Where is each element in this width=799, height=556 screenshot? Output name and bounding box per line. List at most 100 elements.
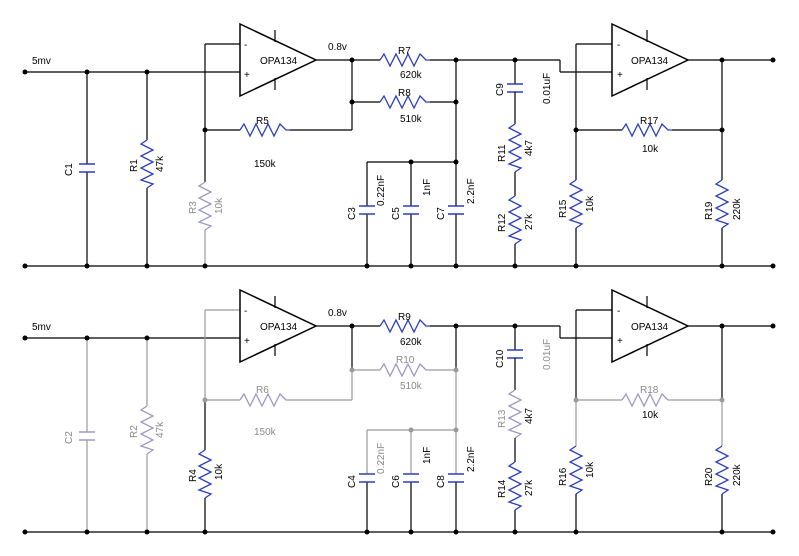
svg-text:620k: 620k [400,337,423,348]
svg-text:C6: C6 [391,475,402,488]
capacitor-c10 [507,349,523,359]
resistor-r13 [507,389,523,439]
resistor-r17 [621,122,672,138]
svg-text:R9: R9 [398,312,411,323]
svg-text:1nF: 1nF [422,179,433,196]
resistor-r20 [714,445,730,495]
svg-text:+: + [244,70,250,81]
resistor-r1 [139,139,155,189]
svg-text:C10: C10 [495,349,506,368]
input-label-bottom: 5mv [32,322,51,333]
capacitor-c4 [359,473,375,483]
svg-text:0.01uF: 0.01uF [542,73,553,104]
top-circuit: 5mv C1 R1 47k R3 10k R5 150k - + OPA13 [22,22,776,269]
svg-text:R13: R13 [497,409,508,428]
opamp-u1 [239,22,318,98]
svg-text:-: - [617,306,620,317]
resistor-r7 [379,52,430,68]
svg-text:220k: 220k [732,197,743,220]
capacitor-c1 [79,163,95,173]
capacitor-c8 [448,473,464,483]
node-label-bottom: 0.8v [328,308,347,319]
bottom-circuit: 5mv C2 R2 47k R4 10k R6 150k - + OPA134 [22,288,776,535]
resistor-r3 [197,181,213,231]
svg-text:47k: 47k [155,421,166,438]
capacitor-c7 [448,205,464,215]
capacitor-c9 [507,83,523,93]
svg-text:R12: R12 [497,213,508,232]
svg-text:0.22nF: 0.22nF [376,175,387,206]
svg-text:R16: R16 [558,467,569,486]
resistor-r8 [379,94,430,110]
svg-text:4k7: 4k7 [524,139,535,156]
svg-text:10k: 10k [642,410,659,421]
junctions-top [22,57,776,269]
svg-text:10k: 10k [642,144,659,155]
svg-text:1nF: 1nF [422,447,433,464]
svg-text:+: + [244,336,250,347]
opamp-u1-label: OPA134 [260,56,297,67]
input-label-top: 5mv [32,56,51,67]
svg-text:R19: R19 [704,201,715,220]
r5-value: 150k [254,159,277,170]
svg-text:R14: R14 [497,479,508,498]
svg-text:-: - [244,306,247,317]
svg-text:10k: 10k [585,195,596,212]
r3-value: 10k [214,197,225,214]
svg-text:-: - [244,40,247,51]
r8-ref: R8 [398,88,411,99]
resistor-r12 [507,195,523,245]
resistor-r16 [568,445,584,495]
opamp-u3-label: OPA134 [260,322,297,333]
svg-text:27k: 27k [524,213,535,230]
svg-text:C3: C3 [347,207,358,220]
capacitor-c5 [403,205,419,215]
svg-text:220k: 220k [732,463,743,486]
svg-text:R10: R10 [396,355,415,366]
svg-text:0.22nF: 0.22nF [376,443,387,474]
svg-text:R11: R11 [497,144,508,162]
resistor-r5 [239,122,290,138]
svg-text:R4: R4 [188,469,199,482]
capacitor-c3 [359,205,375,215]
svg-text:R2: R2 [129,425,140,438]
svg-text:R6: R6 [256,385,269,396]
junctions-bottom [22,323,776,535]
r7-ref: R7 [398,46,411,57]
svg-text:27k: 27k [524,479,535,496]
svg-text:4k7: 4k7 [524,407,535,424]
svg-text:0.01uF: 0.01uF [542,339,553,370]
capacitor-c6 [403,473,419,483]
r5-ref: R5 [256,116,269,127]
opamp-u4 [611,288,690,364]
resistor-r2 [139,405,155,455]
svg-text:2.2nF: 2.2nF [466,178,477,204]
opamp-u2-label: OPA134 [631,56,668,67]
svg-text:R20: R20 [704,467,715,486]
r8-value: 510k [400,114,423,125]
resistor-r15 [568,179,584,229]
svg-text:-: - [617,40,620,51]
svg-text:10k: 10k [214,463,225,480]
svg-text:R18: R18 [640,385,659,396]
opamp-u4-label: OPA134 [631,322,668,333]
r1-value: 47k [155,155,166,172]
resistor-r19 [714,179,730,229]
svg-text:C7: C7 [436,207,447,220]
capacitor-c2 [79,431,95,441]
r1-ref: R1 [129,159,140,172]
svg-text:10k: 10k [585,461,596,478]
svg-text:C4: C4 [347,475,358,488]
resistor-r6 [239,392,290,408]
resistor-r4 [197,449,213,499]
c1-ref: C1 [64,163,75,176]
svg-text:2.2nF: 2.2nF [466,446,477,472]
r3-ref: R3 [188,201,199,214]
svg-text:510k: 510k [400,381,423,392]
svg-text:C8: C8 [436,475,447,488]
resistor-r10 [379,362,430,378]
svg-text:C5: C5 [391,207,402,220]
resistor-r11 [507,123,523,173]
